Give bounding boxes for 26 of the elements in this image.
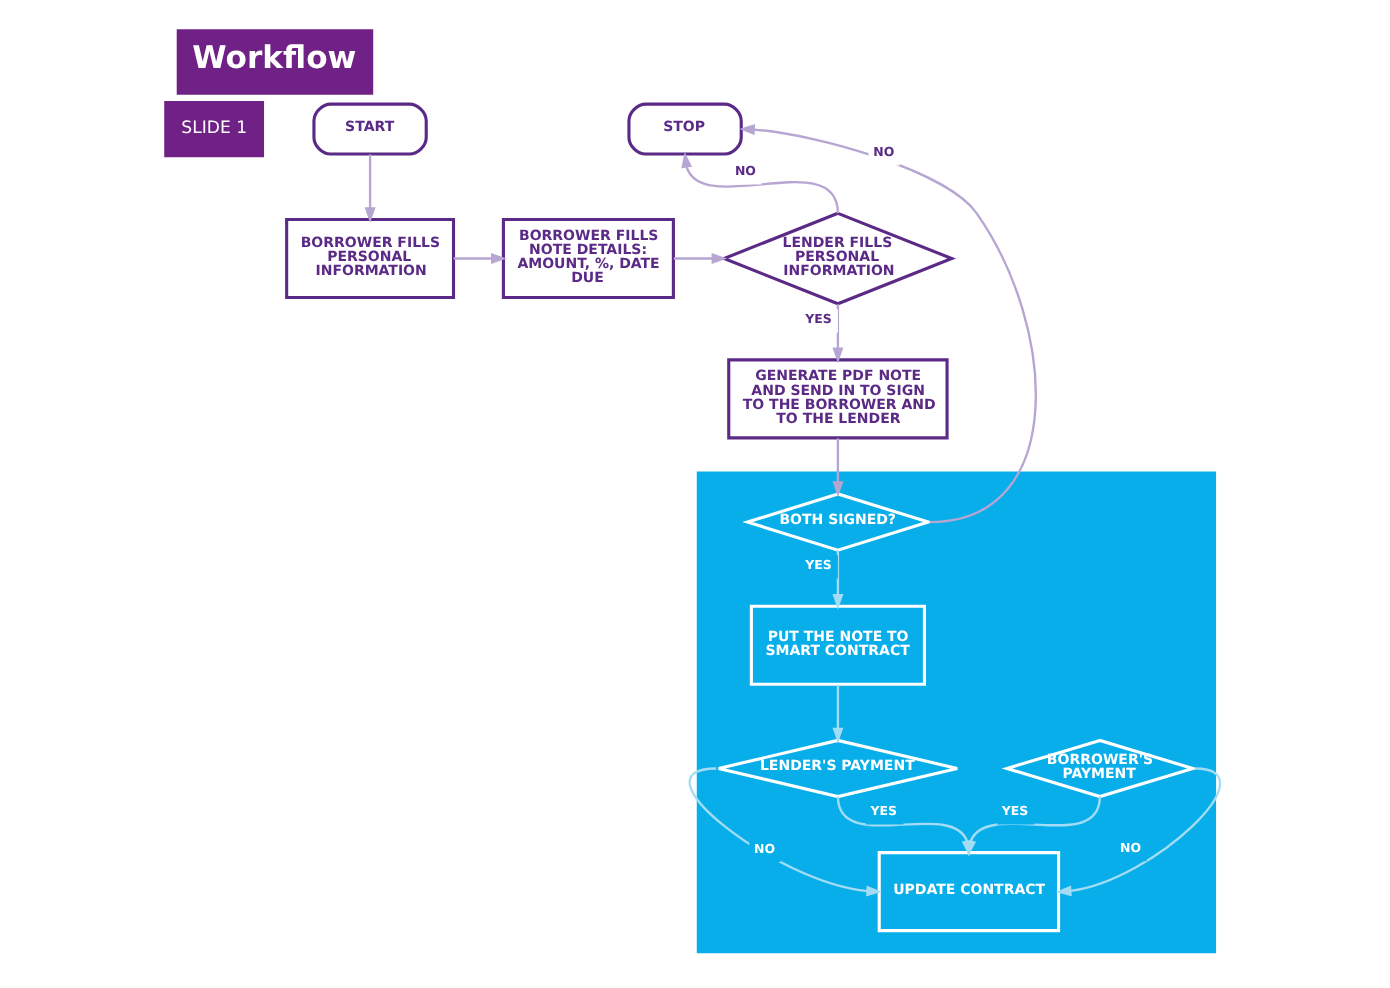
node-box: PUT THE NOTE TO SMART CONTRACT (748, 604, 925, 686)
arrow (672, 253, 727, 264)
node-box: BORROWER FILLS PERSONAL INFORMATION (284, 218, 455, 300)
arrow (831, 438, 843, 497)
node-diamond: BORROWER'S PAYMENT (1000, 738, 1198, 799)
arrow (363, 154, 375, 223)
arrow (1054, 767, 1220, 897)
label: SLIDE 1 (180, 119, 247, 140)
node-box: START (311, 102, 427, 156)
node-box: STOP (626, 102, 742, 156)
arrow (835, 796, 972, 857)
cluster (695, 471, 1216, 954)
arrow (738, 124, 1036, 524)
arrow (452, 253, 506, 264)
arrow (680, 152, 839, 214)
node-diamond: LENDER'S PAYMENT (716, 738, 958, 799)
arrow (688, 767, 881, 897)
arrow (831, 684, 843, 744)
node-diamond: LENDER FILLS PERSONAL INFORMATION (718, 211, 955, 306)
node-box: BORROWER FILLS NOTE DETAILS: AMOUNT, %, DATE DUE (500, 218, 674, 300)
node-diamond: BOTH SIGNED? (741, 492, 933, 552)
arrow (831, 550, 843, 610)
arrow (831, 304, 843, 364)
node-box: UPDATE CONTRACT (876, 851, 1060, 933)
node-box: GENERATE PDF NOTE AND SEND IN TO SIGN TO THE BORROWER AND TO THE LENDER (726, 358, 948, 440)
diagram-title: Workflow (191, 40, 356, 77)
